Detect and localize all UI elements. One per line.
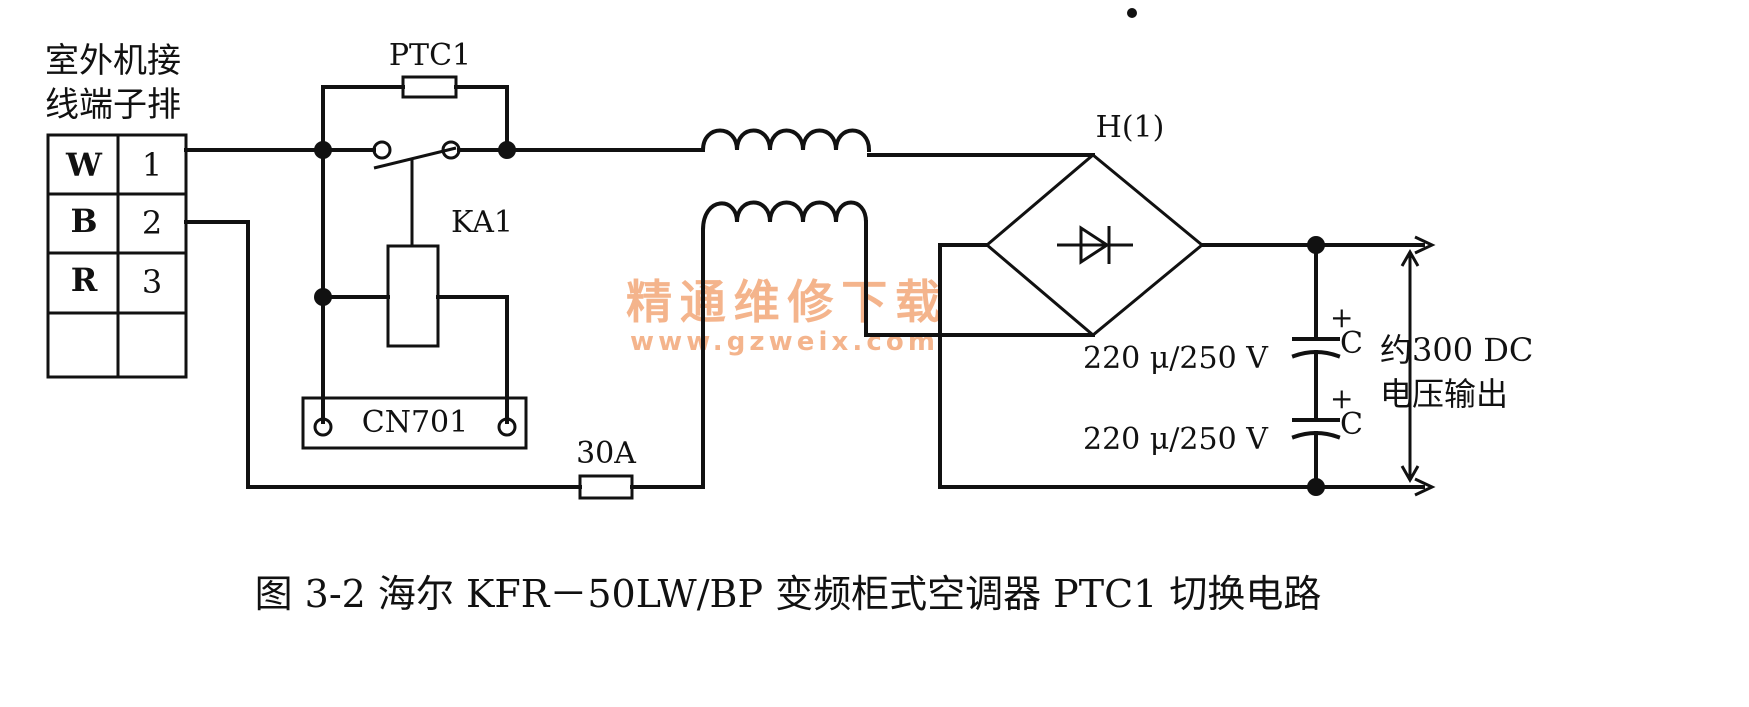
arrow-up-icon xyxy=(1400,248,1420,267)
terminal-block: W 1 B 2 R 3 xyxy=(46,133,188,379)
stray-dot xyxy=(1127,8,1137,18)
watermark-cn: 精通维修下载 xyxy=(626,275,941,329)
terminal-letter-1: W xyxy=(65,146,103,184)
figure-caption: 图 3-2 海尔 KFR－50LW/BP 变频柜式空调器 PTC1 切换电路 xyxy=(255,572,1322,616)
terminal-letter-3: R xyxy=(71,261,98,299)
inductor-coil-2 xyxy=(700,200,869,233)
terminal-number-3: 3 xyxy=(142,263,162,301)
junction-dot xyxy=(314,141,332,159)
relay-label: KA1 xyxy=(451,205,513,240)
output-label-line1: 约300 DC xyxy=(1380,331,1533,369)
wire-negative-rail xyxy=(938,243,1425,489)
arrow-icon xyxy=(1414,235,1436,255)
watermark-url: www.gzweix.com xyxy=(630,327,935,357)
watermark: 精通维修下载 www.gzweix.com xyxy=(626,275,941,357)
neutral-wire: 30A xyxy=(184,220,705,500)
terminal-title-line2: 线端子排 xyxy=(45,85,181,125)
relay-coil: KA1 xyxy=(321,148,513,424)
terminal-letter-2: B xyxy=(70,202,97,240)
connector-cn701: CN701 xyxy=(301,396,528,450)
arrow-down-icon xyxy=(1400,465,1420,484)
capacitor-1-plus: + xyxy=(1330,301,1353,334)
capacitor-1-symbol: C xyxy=(1340,326,1363,361)
ptc-resistor xyxy=(401,75,458,99)
arrow-icon xyxy=(1414,477,1436,497)
ptc-bypass: PTC1 xyxy=(321,38,509,152)
terminal-number-2: 2 xyxy=(142,204,162,242)
fuse-label: 30A xyxy=(576,436,636,471)
inductor-coil-1 xyxy=(700,128,872,153)
capacitor-1-value: 220 μ/250 V xyxy=(1083,341,1269,376)
junction-dot xyxy=(314,288,332,306)
output-indicator: 约300 DC 电压输出 xyxy=(1380,248,1533,484)
fuse xyxy=(578,474,634,500)
bridge-rectifier: H(1) xyxy=(984,110,1205,337)
ptc-label: PTC1 xyxy=(389,38,471,73)
connector-label: CN701 xyxy=(362,405,468,440)
output-label-line2: 电压输出 xyxy=(1380,375,1508,413)
bridge-label: H(1) xyxy=(1096,110,1165,145)
junction-dot xyxy=(1307,478,1325,496)
capacitor-2-symbol: C xyxy=(1340,407,1363,442)
capacitor-bank: + C + C 220 μ/250 V 220 μ/250 V xyxy=(1083,243,1363,489)
junction-dot xyxy=(1307,236,1325,254)
capacitor-2-plus: + xyxy=(1330,382,1353,415)
terminal-number-1: 1 xyxy=(142,146,162,184)
terminal-title-line1: 室外机接 xyxy=(45,41,181,81)
wire-to-bridge-bottom xyxy=(864,220,1095,337)
capacitor-2-value: 220 μ/250 V xyxy=(1083,422,1269,457)
